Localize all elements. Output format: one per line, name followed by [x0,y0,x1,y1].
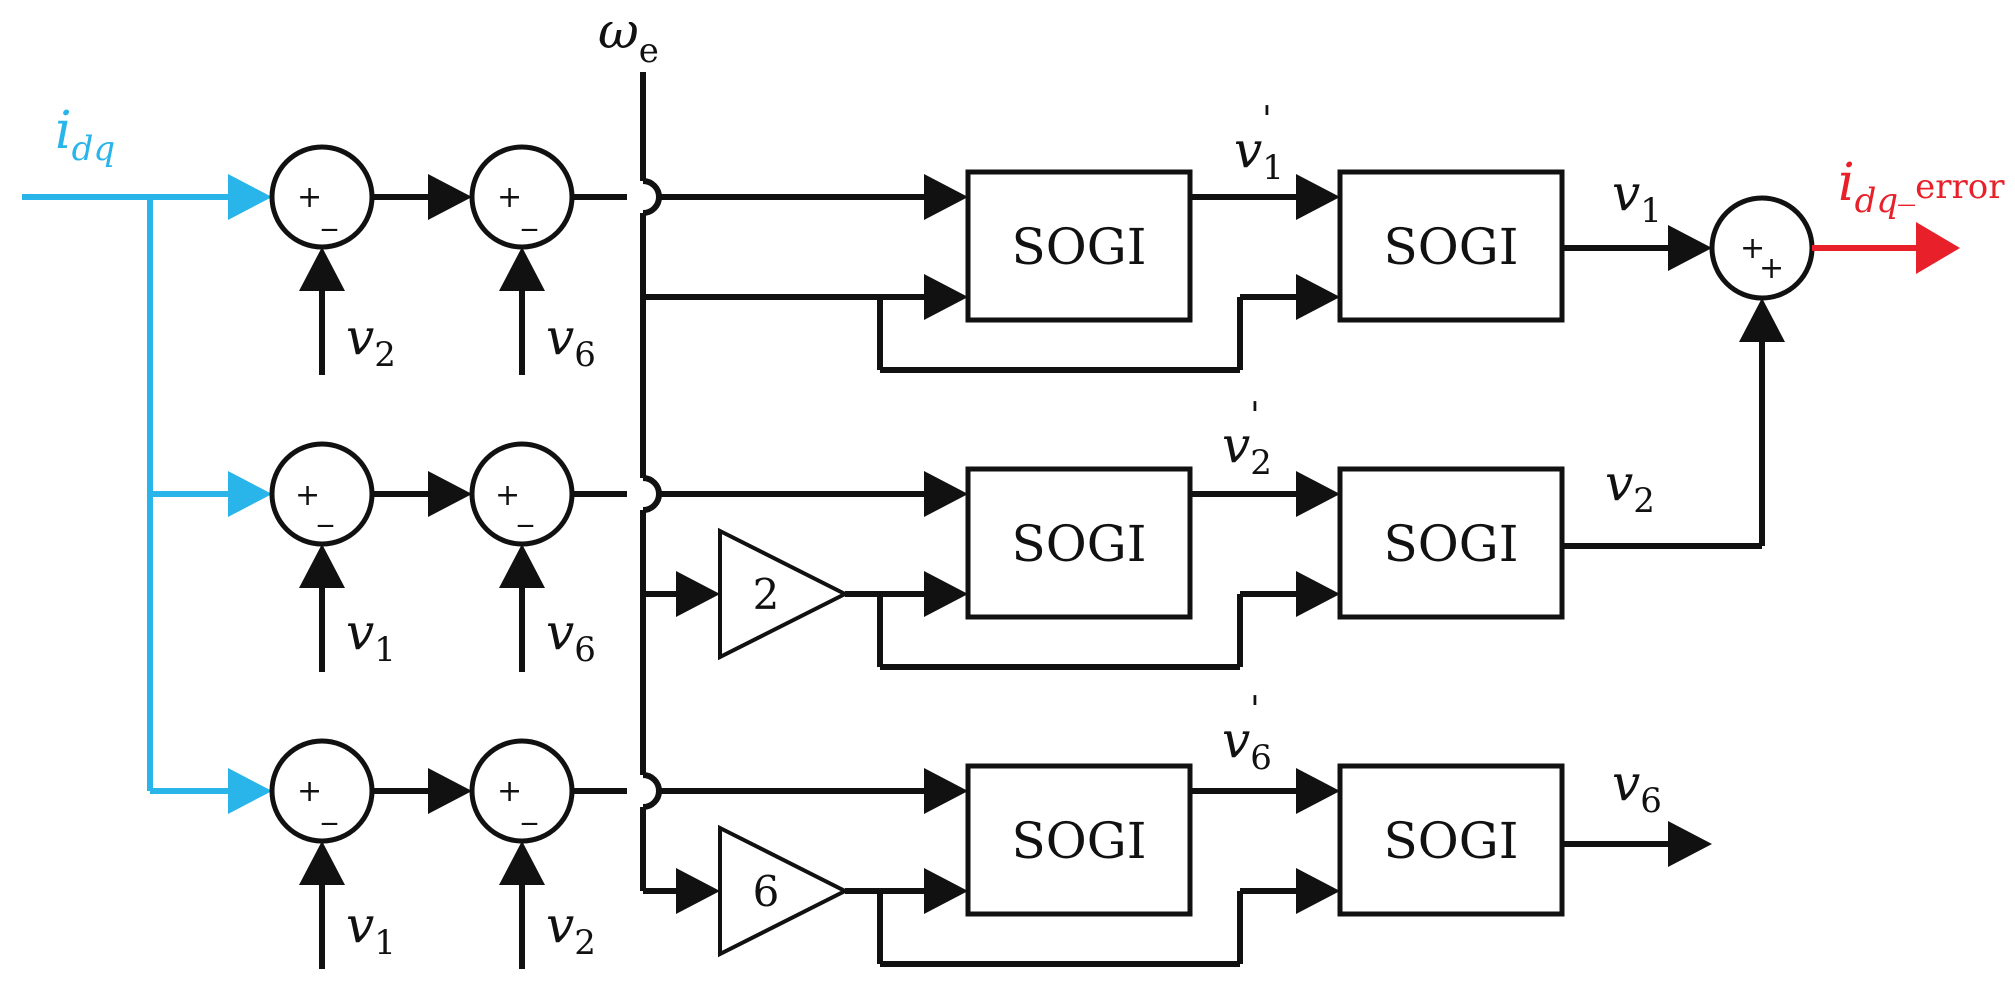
intermediate-label-2: v2 [1222,416,1272,483]
sign-minus: _ [321,197,338,232]
sub-input-3b: v2 [546,896,596,963]
sogi-block-2a [965,466,1193,620]
sign-minus: _ [521,791,538,826]
sign-minus: _ [321,791,338,826]
sogi-block-2b [1337,466,1565,620]
omega-label: ωe [598,2,659,71]
sign-plus: + [497,774,522,809]
sogi-label: SOGI [1384,515,1519,573]
output-label-1: v1 [1612,164,1662,231]
omega-line [640,72,928,894]
sign-plus: + [295,478,320,513]
input-arrow-row1 [228,174,272,220]
sign-plus: + [495,478,520,513]
row-3: + _ + _ v1 v2 6 SOGI v [269,690,1712,969]
sogi-label: SOGI [1012,515,1147,573]
prime-mark: ' [1262,100,1272,141]
intermediate-label-1: v1 [1234,121,1284,188]
sub-input-2a: v1 [346,603,396,670]
gain-label-6: 6 [753,867,780,916]
sign-minus: _ [517,493,534,528]
sub-input-3a: v1 [346,896,396,963]
sogi-block-3a [965,763,1193,917]
sogi-block-1a [965,169,1193,323]
output-signal-label: idq_error [1838,153,2005,221]
sign-plus: + [1759,251,1784,286]
sign-plus: + [1740,231,1765,266]
sub-input-1a: v2 [346,308,396,375]
row-2: + _ + _ v1 v6 2 SOGI v [269,298,1785,672]
sign-plus: + [497,180,522,215]
output-summing: + + [1709,195,1960,301]
sogi-block-3b [1337,763,1565,917]
sogi-label: SOGI [1012,812,1147,870]
output-label-2: v2 [1605,454,1655,521]
output-arrow [1916,222,1960,274]
intermediate-label-3: v6 [1222,711,1272,778]
input-arrow-row2 [228,471,272,517]
sign-minus: _ [521,197,538,232]
input-signal-label: idq [55,101,115,169]
sub-input-1b: v6 [546,308,596,375]
sub-input-2b: v6 [546,603,596,670]
gain-block-2 [718,527,850,661]
sogi-label: SOGI [1012,218,1147,276]
input-bus [22,174,272,814]
sign-minus: _ [317,493,334,528]
prime-mark: ' [1250,396,1260,437]
sogi-label: SOGI [1384,812,1519,870]
prime-mark: ' [1250,690,1260,731]
sign-plus: + [297,774,322,809]
input-arrow-row3 [228,768,272,814]
output-label-3: v6 [1612,754,1662,821]
sign-plus: + [297,180,322,215]
row-1: + _ + _ v2 v6 SOGI v1 [269,100,1712,375]
gain-label-2: 2 [753,570,780,619]
sogi-label: SOGI [1384,218,1519,276]
gain-block-6 [718,824,850,958]
